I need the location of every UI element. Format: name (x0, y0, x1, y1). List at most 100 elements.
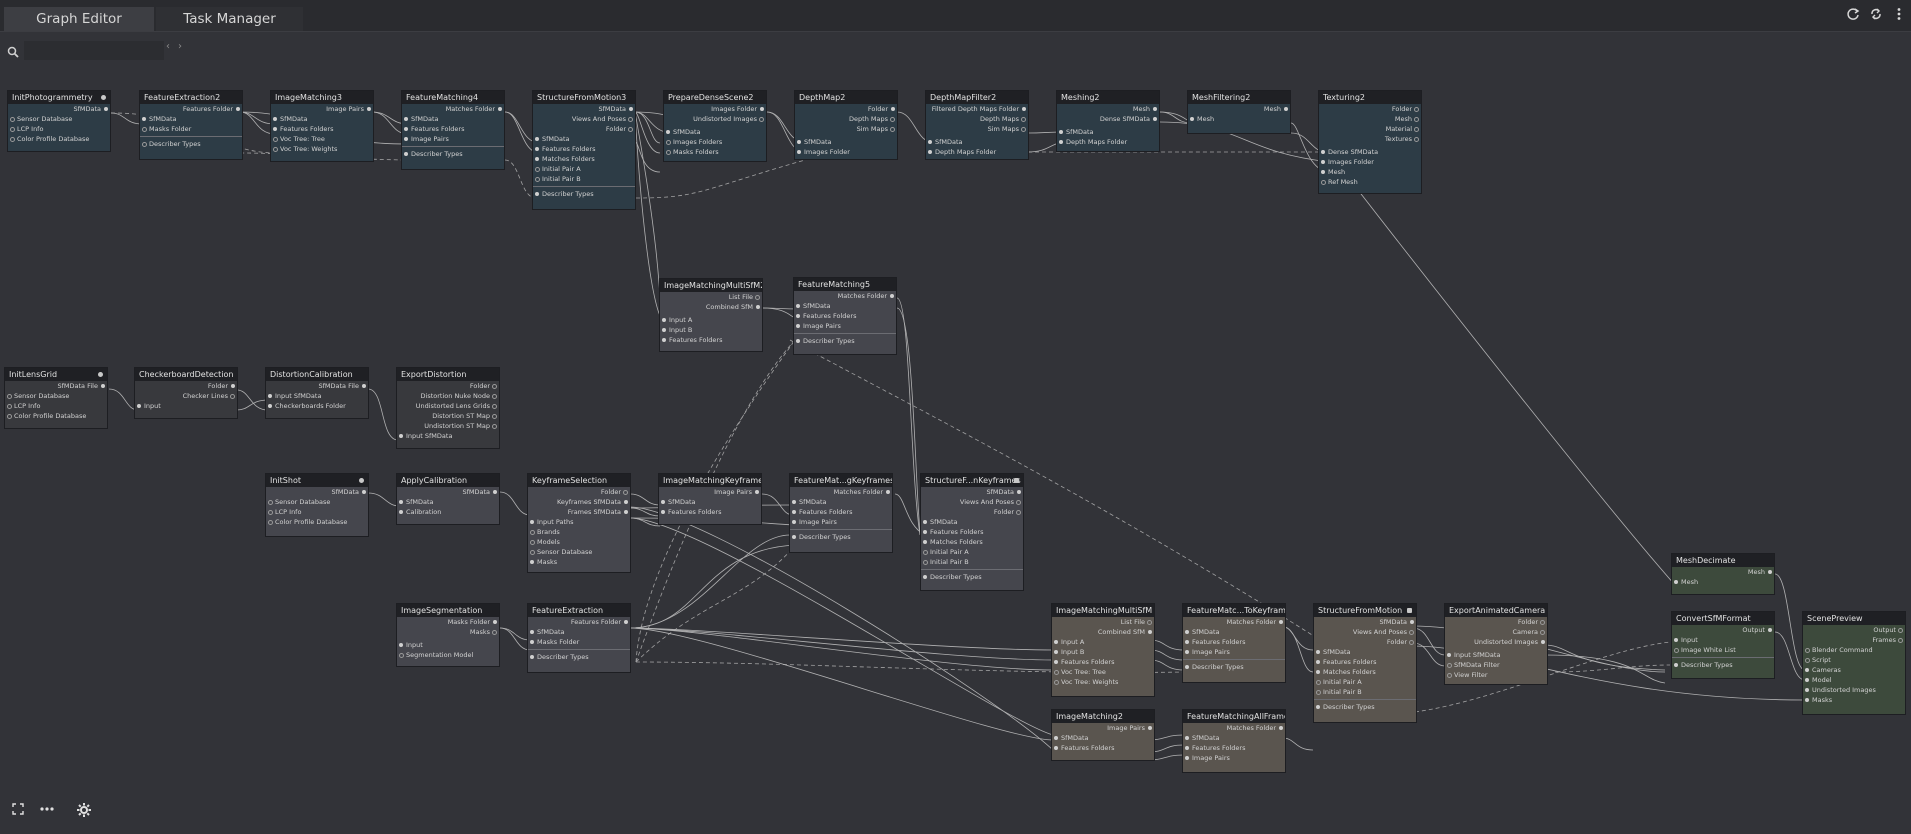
input-port[interactable]: Mesh (1672, 577, 1774, 587)
node-checkerboard-detection[interactable]: CheckerboardDetection Folder Checker Lin… (134, 367, 238, 419)
input-port[interactable]: Model (1803, 675, 1905, 685)
input-port[interactable]: Initial Pair A (1314, 677, 1416, 687)
previous-result-icon[interactable]: ‹ (166, 41, 170, 52)
input-port[interactable]: Masks Folders (664, 147, 766, 157)
input-port[interactable]: Image Pairs (1183, 647, 1285, 657)
input-port[interactable]: Features Folders (794, 311, 896, 321)
input-port[interactable]: SfMData (1057, 127, 1159, 137)
input-port[interactable]: Image Pairs (790, 517, 892, 527)
input-port[interactable]: Input B (1052, 647, 1154, 657)
input-port[interactable]: Initial Pair B (921, 557, 1023, 567)
input-port[interactable]: Sensor Database (266, 497, 368, 507)
input-port[interactable]: Describer Types (533, 189, 635, 199)
input-port[interactable]: Image Pairs (1183, 753, 1285, 763)
output-port[interactable]: Mesh (1672, 567, 1774, 577)
output-port[interactable]: Undistortion ST Map (397, 421, 499, 431)
input-port[interactable]: Features Folders (1052, 743, 1154, 753)
input-port[interactable]: Color Profile Database (266, 517, 368, 527)
node-mesh-filtering2[interactable]: MeshFiltering2 Mesh Mesh (1187, 90, 1291, 134)
input-port[interactable]: SfMData (271, 114, 373, 124)
output-port[interactable]: Folder (795, 104, 897, 114)
input-port[interactable]: Input SfMData (397, 431, 499, 441)
input-port[interactable]: Features Folders (271, 124, 373, 134)
output-port[interactable]: Matches Folder (794, 291, 896, 301)
node-image-matching2[interactable]: ImageMatching2 Image Pairs SfMData Featu… (1051, 709, 1155, 761)
output-port[interactable]: Output (1672, 625, 1774, 635)
input-port[interactable]: Masks (528, 557, 630, 567)
input-port[interactable]: SfMData (1052, 733, 1154, 743)
output-port[interactable]: Sim Maps (926, 124, 1028, 134)
input-port[interactable]: SfMData (140, 114, 242, 124)
node-feature-matching-to-keyframes[interactable]: FeatureMatc...ToKeyframes Matches Folder… (1182, 603, 1286, 683)
input-port[interactable]: Images Folder (795, 147, 897, 157)
output-port[interactable]: Depth Maps (926, 114, 1028, 124)
node-init-photogrammetry[interactable]: InitPhotogrammetry SfMData Sensor Databa… (7, 90, 111, 152)
output-port[interactable]: Mesh (1319, 114, 1421, 124)
input-port[interactable]: Image Pairs (402, 134, 504, 144)
node-structure-from-motion-keyframes[interactable]: StructureF...nKeyframes SfMData Views An… (920, 473, 1024, 591)
input-port[interactable]: Features Folders (790, 507, 892, 517)
input-port[interactable]: Describer Types (794, 336, 896, 346)
output-port[interactable]: Material (1319, 124, 1421, 134)
output-port[interactable]: Views And Poses (921, 497, 1023, 507)
output-port[interactable]: Folder (397, 381, 499, 391)
input-port[interactable]: Masks (1803, 695, 1905, 705)
fit-view-icon[interactable] (8, 802, 28, 822)
node-meshing2[interactable]: Meshing2 Mesh Dense SfMData SfMData Dept… (1056, 90, 1160, 152)
output-port[interactable]: Output (1803, 625, 1905, 635)
input-port[interactable]: Input A (660, 315, 762, 325)
node-distortion-calibration[interactable]: DistortionCalibration SfMData File Input… (265, 367, 369, 419)
input-port[interactable]: Sensor Database (8, 114, 110, 124)
input-port[interactable]: Matches Folders (1314, 667, 1416, 677)
input-port[interactable]: Checkerboards Folder (266, 401, 368, 411)
input-port[interactable]: LCP Info (5, 401, 107, 411)
input-port[interactable]: Mesh (1188, 114, 1290, 124)
output-port[interactable]: SfMData (921, 487, 1023, 497)
input-port[interactable]: Describer Types (528, 652, 630, 662)
output-port[interactable]: Keyframes SfMData (528, 497, 630, 507)
output-port[interactable]: SfMData File (5, 381, 107, 391)
output-port[interactable]: SfMData (266, 487, 368, 497)
output-port[interactable]: Folder (528, 487, 630, 497)
input-port[interactable]: Input (1672, 635, 1774, 645)
input-port[interactable]: Voc Tree: Weights (1052, 677, 1154, 687)
output-port[interactable]: Undistorted Images (664, 114, 766, 124)
output-port[interactable]: Folder (1445, 617, 1547, 627)
node-image-matching3[interactable]: ImageMatching3 Image Pairs SfMData Featu… (270, 90, 374, 162)
input-port[interactable]: Initial Pair B (1314, 687, 1416, 697)
node-image-matching-multi-sfm[interactable]: ImageMatchingMultiSfM List File Combined… (1051, 603, 1155, 697)
output-port[interactable]: Matches Folder (1183, 617, 1285, 627)
input-port[interactable]: SfMData (921, 517, 1023, 527)
output-port[interactable]: Undistorted Lens Grids (397, 401, 499, 411)
search-input[interactable] (24, 41, 164, 60)
node-depth-map-filter2[interactable]: DepthMapFilter2 Filtered Depth Maps Fold… (925, 90, 1029, 160)
node-structure-from-motion[interactable]: StructureFromMotion SfMData Views And Po… (1313, 603, 1417, 723)
input-port[interactable]: Masks Folder (140, 124, 242, 134)
input-port[interactable]: Input SfMData (266, 391, 368, 401)
node-feature-matching4[interactable]: FeatureMatching4 Matches Folder SfMData … (401, 90, 505, 170)
input-port[interactable]: SfMData (397, 497, 499, 507)
node-feature-matching-keyframes[interactable]: FeatureMat...gKeyframes Matches Folder S… (789, 473, 893, 553)
input-port[interactable]: Features Folders (660, 335, 762, 345)
input-port[interactable]: Depth Maps Folder (926, 147, 1028, 157)
input-port[interactable]: SfMData (1183, 733, 1285, 743)
output-port[interactable]: List File (1052, 617, 1154, 627)
node-structure-from-motion3[interactable]: StructureFromMotion3 SfMData Views And P… (532, 90, 636, 210)
input-port[interactable]: Masks Folder (528, 637, 630, 647)
reload-icon[interactable] (1867, 7, 1885, 25)
input-port[interactable]: Describer Types (790, 532, 892, 542)
input-port[interactable]: Describer Types (1672, 660, 1774, 670)
input-port[interactable]: Input SfMData (1445, 650, 1547, 660)
node-texturing2[interactable]: Texturing2 Folder Mesh Material Textures… (1318, 90, 1422, 194)
output-port[interactable]: Distortion ST Map (397, 411, 499, 421)
output-port[interactable]: Frames (1803, 635, 1905, 645)
input-port[interactable]: Input (135, 401, 237, 411)
node-init-shot[interactable]: InitShot SfMData Sensor Database LCP Inf… (265, 473, 369, 537)
output-port[interactable]: Masks (397, 627, 499, 637)
node-image-segmentation[interactable]: ImageSegmentation Masks Folder Masks Inp… (396, 603, 500, 667)
settings-icon[interactable] (74, 802, 94, 822)
node-scene-preview[interactable]: ScenePreview Output Frames Blender Comma… (1802, 611, 1906, 715)
output-port[interactable]: Features Folder (528, 617, 630, 627)
input-port[interactable]: SfMData (659, 497, 761, 507)
